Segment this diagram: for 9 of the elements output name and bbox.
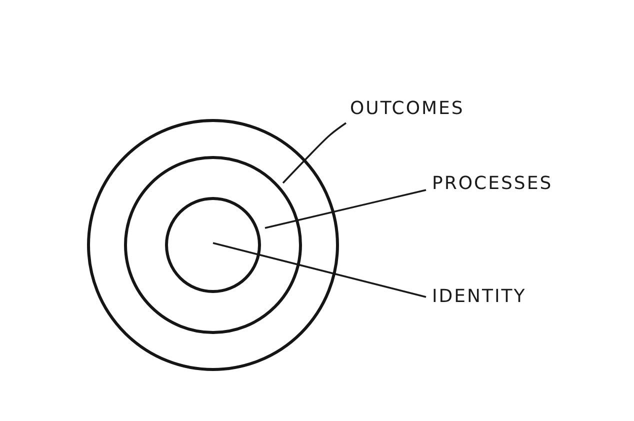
- ring-label: IDENTITY: [432, 285, 526, 309]
- ring-circle: [87, 119, 339, 371]
- ring-label: PROCESSES: [432, 172, 553, 196]
- ring-circle: [165, 197, 261, 293]
- ring-circle: [124, 156, 302, 334]
- leader-line: [212, 242, 426, 298]
- leader-line: [282, 122, 347, 184]
- leader-line: [264, 189, 426, 229]
- ring-label: OUTCOMES: [350, 97, 464, 121]
